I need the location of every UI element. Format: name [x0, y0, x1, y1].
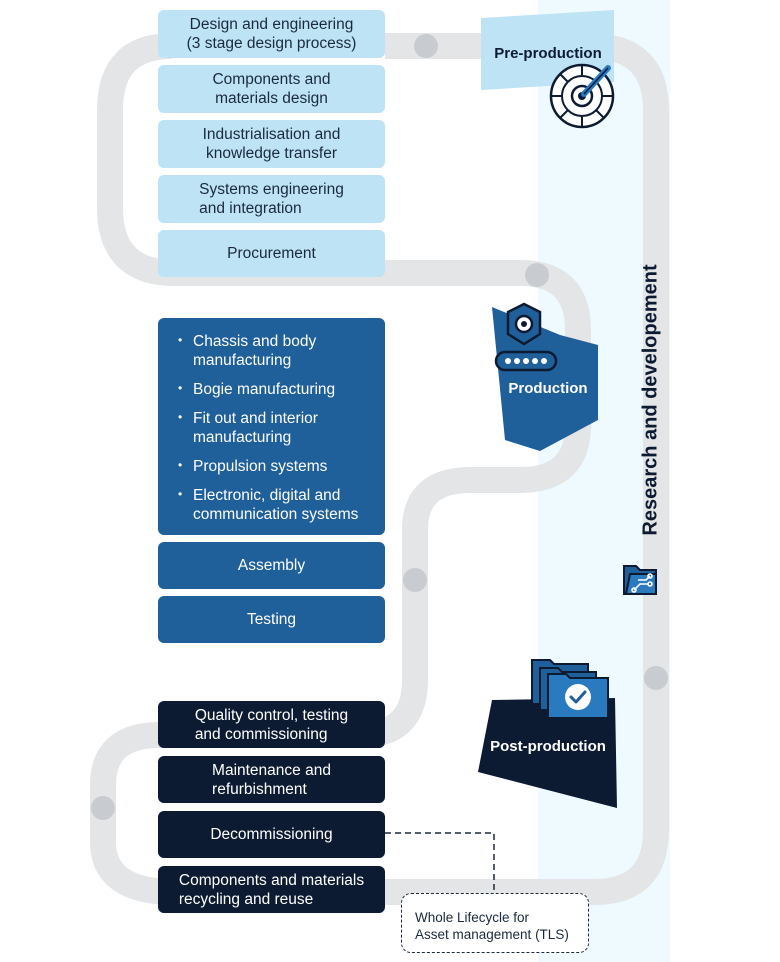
post-step-maintenance: Maintenance and refurbishment: [158, 756, 385, 803]
step-label: Design and engineering (3 stage design p…: [186, 16, 357, 52]
list-item: Electronic, digital and communication sy…: [176, 485, 375, 524]
prod-step-assembly: Assembly: [158, 542, 385, 589]
track-node: [403, 568, 427, 592]
list-item: Fit out and interior manufacturing: [176, 408, 375, 447]
production-banner: [492, 307, 598, 451]
post-production-label: Post-production: [490, 738, 606, 755]
track-node: [525, 263, 549, 287]
step-label: Components and materials recycling and r…: [178, 871, 365, 908]
pre-step-systems-engineering: Systems engineering and integration: [158, 175, 385, 223]
production-label: Production: [508, 380, 588, 397]
pre-step-components-materials: Components and materials design: [158, 65, 385, 113]
list-item: Chassis and body manufacturing: [176, 331, 375, 370]
track-node: [91, 796, 115, 820]
post-step-quality-control: Quality control, testing and commissioni…: [158, 701, 385, 748]
step-label: Industrialisation and knowledge transfer: [202, 126, 341, 162]
post-production-banner: [478, 698, 617, 808]
track-node: [644, 666, 668, 690]
step-label: Maintenance and refurbishment: [212, 761, 331, 798]
manufacturing-list: Chassis and body manufacturing Bogie man…: [158, 318, 385, 535]
post-step-decommissioning: Decommissioning: [158, 811, 385, 858]
step-label: Testing: [246, 611, 297, 628]
track-node: [414, 34, 438, 58]
step-label: Components and materials design: [212, 71, 331, 107]
prod-step-testing: Testing: [158, 596, 385, 643]
pre-step-procurement: Procurement: [158, 230, 385, 277]
target-pencil-icon: [549, 63, 615, 129]
circuit-folder-icon: [623, 565, 657, 595]
list-item: Propulsion systems: [176, 456, 375, 476]
step-label: Systems engineering and integration: [199, 181, 344, 217]
research-label: Research and developement: [639, 264, 662, 536]
tls-box: Whole Lifecycle for Asset management (TL…: [401, 893, 589, 953]
list-item: Bogie manufacturing: [176, 379, 375, 399]
folders-check-icon: [531, 659, 609, 719]
pre-step-industrialisation: Industrialisation and knowledge transfer: [158, 120, 385, 168]
pre-step-design-engineering: Design and engineering (3 stage design p…: [158, 10, 385, 58]
post-step-recycling: Components and materials recycling and r…: [158, 866, 385, 913]
gear-conveyor-icon: [494, 302, 558, 372]
step-label: Procurement: [227, 245, 316, 262]
tls-label: Whole Lifecycle for Asset management (TL…: [415, 910, 569, 942]
step-label: Decommissioning: [210, 826, 333, 843]
step-label: Quality control, testing and commissioni…: [194, 706, 349, 743]
pre-production-label: Pre-production: [494, 45, 602, 62]
step-label: Assembly: [237, 557, 306, 574]
